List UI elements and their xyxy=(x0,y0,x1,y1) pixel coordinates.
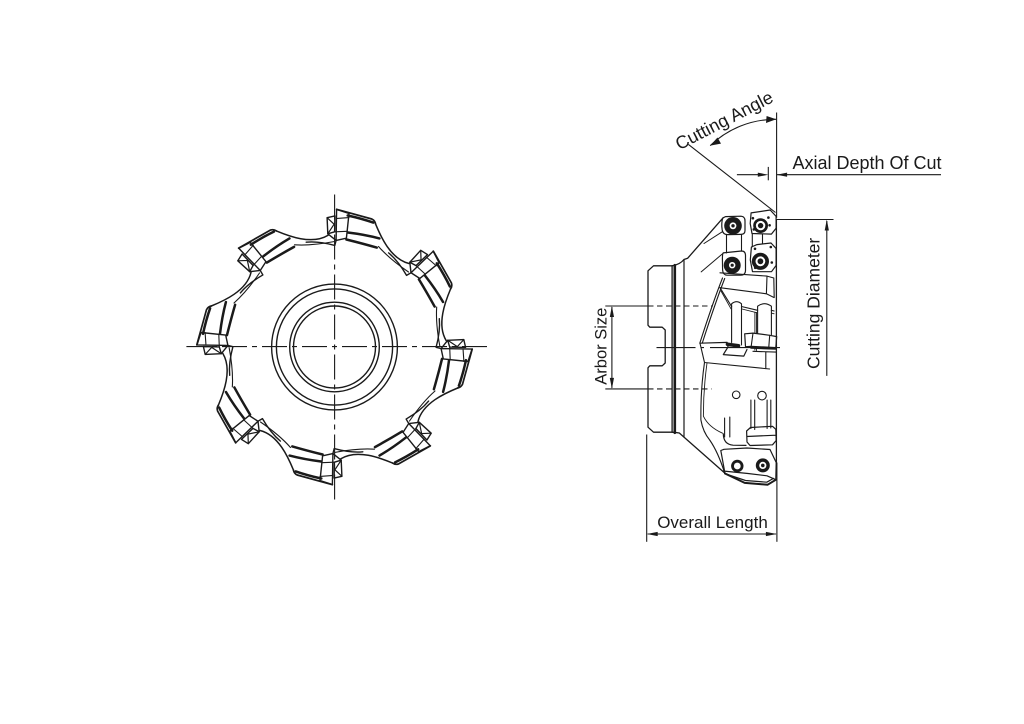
svg-text:Overall Length: Overall Length xyxy=(657,513,768,532)
svg-text:Arbor Size: Arbor Size xyxy=(592,308,610,385)
svg-text:Cutting Diameter: Cutting Diameter xyxy=(803,238,823,369)
svg-text:Axial Depth Of Cut: Axial Depth Of Cut xyxy=(793,153,942,173)
